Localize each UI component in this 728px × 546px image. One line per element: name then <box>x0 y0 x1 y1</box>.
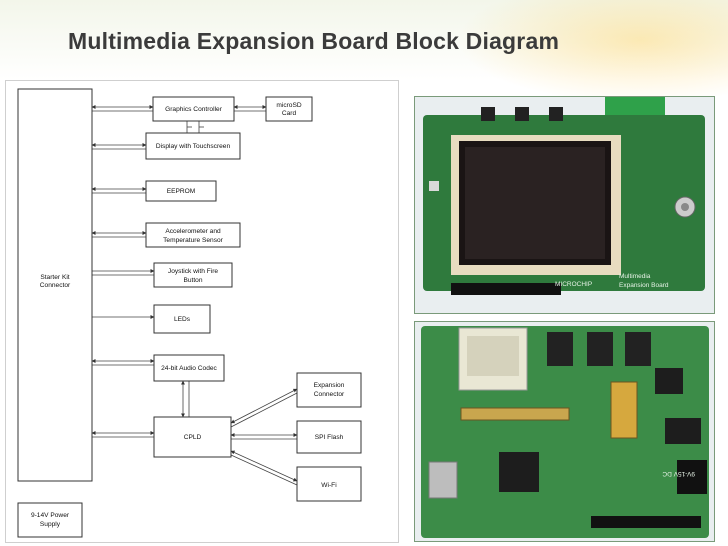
block-starter-kit: Starter Kit Connector <box>17 88 93 482</box>
block-joystick: Joystick with Fire Button <box>153 262 233 288</box>
svg-text:9-14V Power: 9-14V Power <box>31 512 70 519</box>
board-name-line2: Expansion Board <box>619 282 669 289</box>
block-leds: LEDs <box>153 304 211 334</box>
svg-text:Display with Touchscreen: Display with Touchscreen <box>156 143 231 150</box>
svg-text:Connector: Connector <box>40 282 71 289</box>
svg-text:24-bit Audio Codec: 24-bit Audio Codec <box>161 365 217 372</box>
power-input-label: 9V-15V DC <box>662 470 695 477</box>
block-display-touchscreen: Display with Touchscreen <box>145 132 241 160</box>
connection-lines <box>91 105 298 486</box>
svg-text:Joystick with Fire: Joystick with Fire <box>168 268 219 275</box>
board-brand-label: MICROCHIP <box>555 281 592 288</box>
svg-text:Wi-Fi: Wi-Fi <box>321 482 337 489</box>
svg-text:Card: Card <box>282 110 297 117</box>
svg-text:Accelerometer and: Accelerometer and <box>165 228 221 235</box>
block-power-supply: 9-14V Power Supply <box>17 502 83 538</box>
block-eeprom: EEPROM <box>145 180 217 202</box>
slide-title: Multimedia Expansion Board Block Diagram <box>68 28 560 54</box>
block-spi-flash: SPI Flash <box>296 420 362 454</box>
block-accelerometer: Accelerometer and Temperature Sensor <box>145 222 241 248</box>
block-graphics-controller: Graphics Controller <box>152 96 235 122</box>
block-microsd-card: microSD Card <box>265 96 313 122</box>
svg-text:Expansion: Expansion <box>314 382 345 389</box>
block-diagram: Starter Kit Connector Graphics Controlle… <box>5 80 399 543</box>
svg-text:Temperature Sensor: Temperature Sensor <box>163 237 224 244</box>
block-wifi: Wi-Fi <box>296 466 362 502</box>
block-cpld: CPLD <box>153 416 232 458</box>
svg-text:Starter Kit: Starter Kit <box>40 274 69 281</box>
svg-text:CPLD: CPLD <box>184 434 202 441</box>
svg-text:Connector: Connector <box>314 391 345 398</box>
svg-text:SPI Flash: SPI Flash <box>315 434 344 441</box>
svg-text:Supply: Supply <box>40 521 61 528</box>
svg-text:Graphics Controller: Graphics Controller <box>165 106 223 113</box>
block-expansion-connector: Expansion Connector <box>296 372 362 408</box>
svg-text:Button: Button <box>183 277 202 284</box>
board-photo-back: 9V-15V DC <box>414 321 715 542</box>
board-photo-front: MICROCHIP Multimedia Expansion Board <box>414 96 715 314</box>
svg-text:LEDs: LEDs <box>174 316 191 323</box>
block-audio-codec: 24-bit Audio Codec <box>153 354 225 382</box>
board-name-line1: Multimedia <box>619 273 651 280</box>
svg-text:microSD: microSD <box>276 102 302 109</box>
svg-text:EEPROM: EEPROM <box>167 188 196 195</box>
